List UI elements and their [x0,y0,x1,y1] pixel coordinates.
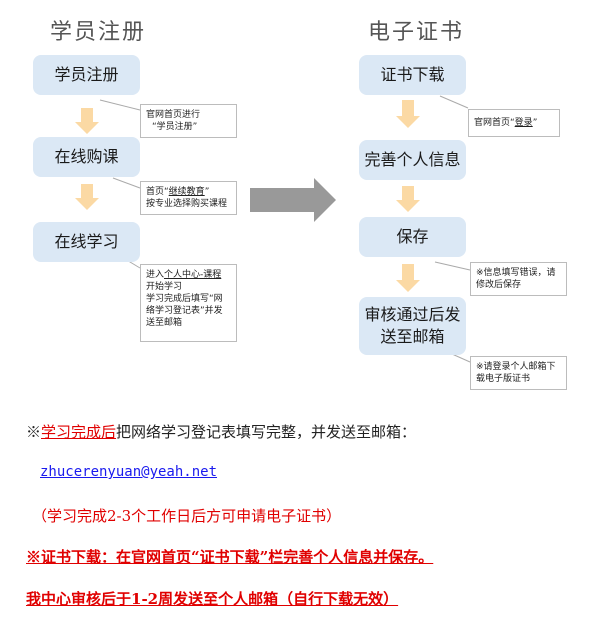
link-login[interactable]: 登录 [514,118,533,128]
note-register: 官网首页进行 “学员注册” [140,104,237,138]
note-login: 官网首页“登录” [468,109,560,137]
arrow-down-icon [396,100,420,128]
step-certificate-download: 证书下载 [359,55,466,95]
step-complete-info: 完善个人信息 [359,140,466,180]
arrow-right-icon [250,178,336,222]
highlight-after-study: 学习完成后 [41,423,117,441]
instruction-line-4: ※证书下载：在官网首页“证书下载”栏完善个人信息并保存。 [26,548,434,566]
note-study-online: 进入个人中心-课程 开始学习 学习完成后填写“网 络学习登记表”并发 送至邮箱 [140,264,237,342]
note-info-error: ※信息填写错误，请 修改后保存 [470,262,567,296]
link-personal-center-courses[interactable]: 个人中心-课程 [164,270,222,280]
instruction-line-3: （学习完成2-3个工作日后方可申请电子证书） [32,507,342,525]
note-buy-course: 首页“继续教育” 按专业选择购买课程 [140,181,237,215]
instruction-line-5: 我中心审核后于1-2周发送至个人邮箱（自行下载无效） [26,590,399,608]
left-column-title: 学员注册 [50,20,147,45]
step-review-send: 审核通过后发 送至邮箱 [359,297,466,355]
step-register: 学员注册 [33,55,140,95]
step-study-online: 在线学习 [33,222,140,262]
step-save: 保存 [359,217,466,257]
note-email-certificate: ※请登录个人邮箱下 载电子版证书 [470,356,567,390]
arrow-down-icon [75,184,99,210]
link-continuing-education[interactable]: 继续教育 [168,187,205,197]
email-link[interactable]: zhucerenyuan@yeah.net [40,464,218,480]
step-buy-course: 在线购课 [33,137,140,177]
right-column-title: 电子证书 [368,20,465,45]
arrow-down-icon [396,264,420,292]
arrow-down-icon [396,186,420,212]
arrow-down-icon [75,108,99,134]
instruction-line-1: ※学习完成后把网络学习登记表填写完整，并发送至邮箱： [26,423,417,441]
